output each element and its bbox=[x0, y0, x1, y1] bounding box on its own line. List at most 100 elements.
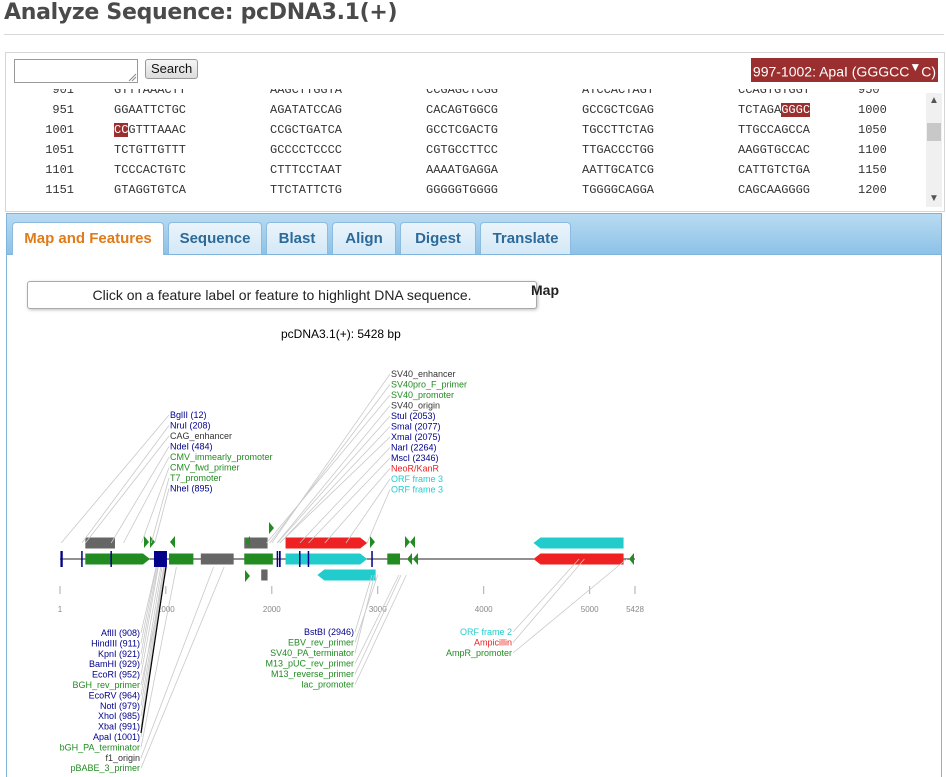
primer-arrow-icon[interactable] bbox=[370, 536, 375, 548]
sequence-block[interactable]: CTTTCCTAAT bbox=[270, 163, 343, 177]
orf-frame3-rev-bar[interactable] bbox=[317, 569, 376, 581]
map-feature-label[interactable]: EBV_rev_primer bbox=[288, 638, 354, 648]
sequence-block[interactable]: AATTGCATCG bbox=[582, 163, 655, 177]
sequence-block[interactable]: AAGCTTGGTA bbox=[270, 89, 343, 97]
map-feature-label[interactable]: ORF frame 3 bbox=[391, 474, 443, 484]
primer-arrow-icon[interactable] bbox=[150, 536, 155, 548]
sequence-block[interactable]: TGCCTTCTAG bbox=[582, 123, 655, 137]
map-feature-label[interactable]: Ampicillin bbox=[474, 638, 512, 648]
primer-arrow-icon[interactable] bbox=[269, 522, 274, 534]
map-feature-label[interactable]: StuI (2053) bbox=[391, 411, 436, 421]
sequence-block[interactable]: TTCTATTCTG bbox=[270, 183, 343, 197]
map-feature-label[interactable]: SV40_enhancer bbox=[391, 369, 456, 379]
tab-blast[interactable]: Blast bbox=[266, 222, 328, 254]
map-feature-label[interactable]: SmaI (2077) bbox=[391, 422, 441, 432]
sequence-block[interactable]: CGTGCCTTCC bbox=[426, 143, 499, 157]
mcs-cluster[interactable] bbox=[155, 551, 167, 567]
primer-arrow-icon[interactable] bbox=[405, 536, 410, 548]
map-feature-label[interactable]: CMV_immearly_promoter bbox=[170, 452, 273, 462]
map-feature-label[interactable]: NotI (979) bbox=[100, 701, 140, 711]
map-feature-label[interactable]: ORF frame 3 bbox=[391, 485, 443, 495]
sequence-block[interactable]: TCCCACTGTC bbox=[114, 163, 187, 177]
sequence-block[interactable]: CACAGTGGCG bbox=[426, 103, 499, 117]
sequence-block[interactable]: CAGCAAGGGG bbox=[738, 183, 811, 197]
sequence-block[interactable]: TTGCCAGCCA bbox=[738, 123, 811, 137]
map-feature-label[interactable]: BstBI (2946) bbox=[304, 627, 354, 637]
map-feature-label[interactable]: NeoR/KanR bbox=[391, 464, 440, 474]
primer-arrow-icon[interactable] bbox=[245, 536, 250, 548]
primer-arrow-icon[interactable] bbox=[410, 536, 415, 548]
bgh-terminator-bar[interactable] bbox=[169, 553, 194, 565]
tab-digest[interactable]: Digest bbox=[400, 222, 476, 254]
map-feature-label[interactable]: HindIII (911) bbox=[91, 638, 140, 648]
sv40-origin-bar[interactable] bbox=[244, 553, 273, 565]
resize-grip-icon[interactable] bbox=[127, 72, 137, 82]
map-feature-label[interactable]: KpnI (921) bbox=[98, 649, 140, 659]
map-feature-label[interactable]: XbaI (991) bbox=[98, 722, 140, 732]
sequence-block[interactable]: TCTGTTGTTT bbox=[114, 143, 187, 157]
map-feature-label[interactable]: NruI (208) bbox=[170, 421, 211, 431]
map-feature-label[interactable]: AflII (908) bbox=[101, 628, 140, 638]
map-feature-label[interactable]: CAG_enhancer bbox=[170, 431, 232, 441]
sv40-pa-bar[interactable] bbox=[387, 553, 400, 565]
sequence-block[interactable]: CATTGTCTGA bbox=[738, 163, 811, 177]
map-feature-label[interactable]: ORF frame 2 bbox=[460, 627, 512, 637]
sequence-block[interactable]: GCCGCTCGAG bbox=[582, 103, 655, 117]
map-feature-label[interactable]: AmpR_promoter bbox=[446, 648, 512, 658]
sequence-block[interactable]: AGATATCCAG bbox=[270, 103, 343, 117]
map-feature-label[interactable]: SV40_origin bbox=[391, 401, 440, 411]
sequence-block[interactable]: CCAGTGTGGT bbox=[738, 89, 811, 97]
sequence-block[interactable]: AAAATGAGGA bbox=[426, 163, 499, 177]
tab-translate[interactable]: Translate bbox=[480, 222, 571, 254]
sequence-block[interactable]: GGAATTCTGC bbox=[114, 103, 187, 117]
sequence-block[interactable]: TCTAGAGGGC bbox=[738, 103, 811, 117]
scroll-down-icon[interactable]: ▼ bbox=[929, 193, 939, 204]
primer-arrow-icon[interactable] bbox=[144, 536, 149, 548]
map-feature-label[interactable]: lac_promoter bbox=[301, 680, 354, 690]
search-button[interactable]: Search bbox=[145, 59, 199, 79]
tab-align[interactable]: Align bbox=[332, 222, 396, 254]
map-feature-label[interactable]: SV40_PA_terminator bbox=[270, 648, 354, 658]
neor-kanr-bar[interactable] bbox=[285, 537, 368, 549]
sv40-promoter-bar[interactable] bbox=[244, 537, 268, 549]
scroll-thumb[interactable] bbox=[927, 123, 941, 141]
f1-origin-bar[interactable] bbox=[200, 553, 234, 565]
map-feature-label[interactable]: f1_origin bbox=[105, 753, 140, 763]
sequence-scrollbar[interactable]: ▲ ▼ bbox=[926, 93, 942, 207]
map-feature-label[interactable]: CMV_fwd_primer bbox=[170, 463, 240, 473]
primer-arrow-icon[interactable] bbox=[170, 536, 175, 548]
sequence-block[interactable]: TTGACCCTGG bbox=[582, 143, 655, 157]
primer-arrow-icon[interactable] bbox=[413, 553, 418, 565]
sv40-small-bar[interactable] bbox=[261, 569, 268, 581]
sequence-block[interactable]: CCGAGCTCGG bbox=[426, 89, 499, 97]
sequence-block[interactable]: CCGTTTAAAC bbox=[114, 123, 187, 137]
orf-frame3-bar[interactable] bbox=[285, 553, 368, 565]
sequence-block[interactable]: GCCCCTCCCC bbox=[270, 143, 343, 157]
cmv-promoter-bar[interactable] bbox=[85, 553, 150, 565]
tab-sequence[interactable]: Sequence bbox=[168, 222, 262, 254]
search-input[interactable] bbox=[14, 59, 138, 83]
sequence-block[interactable]: GCCTCGACTG bbox=[426, 123, 499, 137]
primer-arrow-icon[interactable] bbox=[245, 570, 250, 582]
scroll-up-icon[interactable]: ▲ bbox=[929, 95, 939, 106]
map-feature-label[interactable]: BamHI (929) bbox=[89, 659, 140, 669]
tab-map-and-features[interactable]: Map and Features bbox=[12, 222, 164, 255]
primer-arrow-icon[interactable] bbox=[407, 553, 412, 565]
map-feature-label[interactable]: MscI (2346) bbox=[391, 453, 439, 463]
map-feature-label[interactable]: bGH_PA_terminator bbox=[60, 742, 140, 752]
sequence-block[interactable]: TGGGGCAGGA bbox=[582, 183, 655, 197]
map-feature-label[interactable]: XmaI (2075) bbox=[391, 432, 441, 442]
sequence-block[interactable]: GTAGGTGTCA bbox=[114, 183, 187, 197]
sequence-block[interactable]: GTTTAAACTT bbox=[114, 89, 187, 97]
map-feature-label[interactable]: NdeI (484) bbox=[170, 442, 213, 452]
map-feature-label[interactable]: BGH_rev_primer bbox=[72, 680, 140, 690]
map-feature-label[interactable]: SV40pro_F_primer bbox=[391, 380, 467, 390]
sequence-block[interactable]: GGGGGTGGGG bbox=[426, 183, 499, 197]
map-feature-label[interactable]: XhoI (985) bbox=[98, 711, 140, 721]
map-feature-label[interactable]: ApaI (1001) bbox=[93, 732, 140, 742]
map-feature-label[interactable]: M13_reverse_primer bbox=[271, 669, 354, 679]
map-feature-label[interactable]: M13_pUC_rev_primer bbox=[265, 659, 354, 669]
sequence-block[interactable]: CCGCTGATCA bbox=[270, 123, 343, 137]
map-feature-label[interactable]: T7_promoter bbox=[170, 473, 222, 483]
